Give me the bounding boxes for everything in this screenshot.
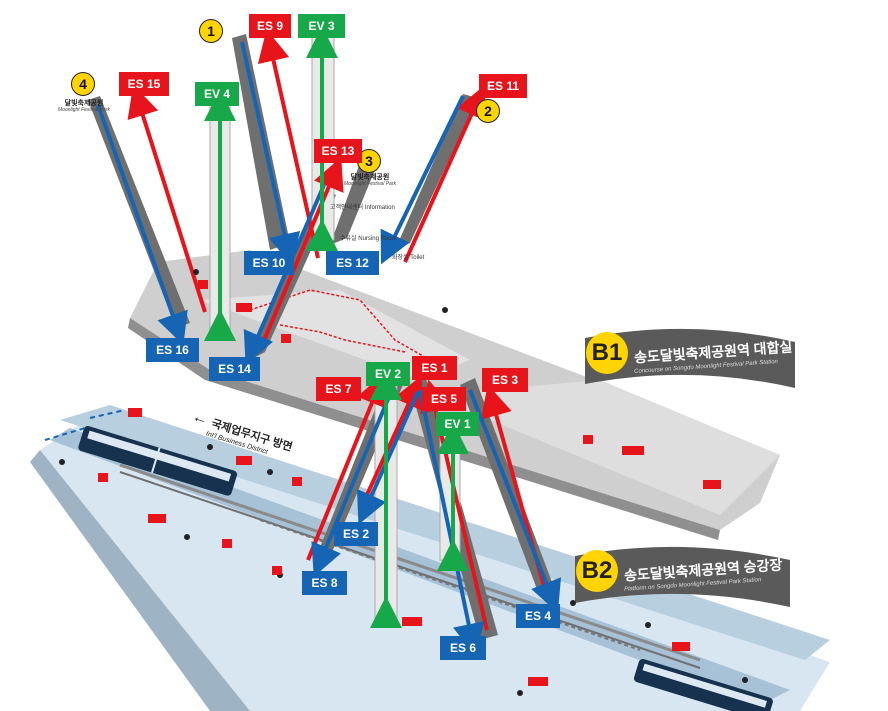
train [633, 658, 773, 711]
exit-4-badge: 4 [71, 72, 95, 96]
es-6-label: ES 6 [440, 636, 486, 660]
es-14-label: ES 14 [209, 357, 260, 381]
b2-floor-badge: B2 송도달빛축제공원역 승강장 Platform on Songdo Moon… [570, 546, 790, 606]
es-10-label: ES 10 [244, 251, 294, 275]
b2-banner [575, 546, 790, 607]
nursing-room-ko: 수유실 [340, 236, 357, 242]
es-8-label: ES 8 [302, 571, 347, 595]
b1-floor-badge: B1 송도달빛축제공원역 대합실 Concourse on Songdo Moo… [580, 328, 795, 388]
exit-3-name: 달빛축제공원 Moonlight Festival Park [330, 174, 410, 187]
exit-4-name-ko: 달빛축제공원 [64, 100, 104, 107]
exit-4-name-en: Moonlight Festival Park [58, 106, 110, 113]
es-15-label: ES 15 [119, 72, 169, 96]
platform-slab-edge [30, 450, 250, 711]
ev-4-label: EV 4 [195, 82, 239, 106]
toilet-en: Toilet [410, 255, 425, 261]
exit-4-name: 달빛축제공원 Moonlight Festival Park [44, 100, 124, 113]
ev-1-label: EV 1 [436, 412, 479, 436]
exit-3-name-ko: 달빛축제공원 [350, 174, 390, 181]
info-center-ko: 고객안내센터 [330, 205, 364, 211]
escalator-body [395, 94, 478, 250]
es-13-label: ES 13 [314, 139, 362, 163]
rail-line [119, 463, 701, 662]
rail-line [119, 471, 701, 669]
train [78, 425, 238, 496]
b1-code: B1 [586, 332, 628, 374]
exit-2-badge: 2 [476, 99, 500, 123]
escalator-down-arrow [96, 104, 188, 346]
ev-3-label: EV 3 [298, 14, 345, 38]
escalator-down-arrow [380, 95, 465, 265]
es-3-label: ES 3 [482, 368, 528, 392]
info-center-en: Information [364, 205, 395, 211]
es-4-label: ES 4 [516, 604, 560, 628]
exit-1-badge: 1 [199, 19, 223, 43]
es-11-label: ES 11 [479, 74, 527, 98]
escalator-up-arrow [306, 373, 387, 561]
escalator-body [330, 163, 377, 245]
es-12-label: ES 12 [326, 251, 379, 275]
route-line [279, 324, 406, 353]
es-5-label: ES 5 [422, 387, 466, 411]
nursing-room-label: 수유실 Nursing Room [340, 233, 397, 242]
facility-icons [98, 280, 721, 686]
concourse-slab-edge [128, 318, 720, 540]
direction-arrow-icon: ← [190, 408, 211, 429]
es-16-label: ES 16 [146, 338, 199, 362]
es-9-label: ES 9 [249, 14, 291, 38]
track-guide [89, 409, 126, 419]
b1-banner [585, 328, 795, 388]
b2-code: B2 [576, 550, 618, 592]
concourse-wing [430, 380, 780, 515]
nursing-room-en: Nursing Room [358, 236, 397, 242]
escalator-up-arrow [403, 85, 487, 263]
es-2-label: ES 2 [334, 522, 378, 546]
escalator-down-arrow [240, 41, 301, 266]
toilet-label: 화장실 Toilet [392, 252, 424, 261]
escalator-up-arrow [127, 84, 207, 313]
es-1-label: ES 1 [412, 356, 457, 380]
ev-2-label: EV 2 [366, 362, 410, 386]
escalator-down-arrow [468, 389, 562, 613]
exit-3-name-en: Moonlight Festival Park [344, 180, 396, 187]
es-7-label: ES 7 [316, 377, 361, 401]
toilet-ko: 화장실 [392, 255, 409, 261]
info-center-label: 고객안내센터 Information [330, 202, 395, 211]
track-guide [44, 427, 86, 441]
